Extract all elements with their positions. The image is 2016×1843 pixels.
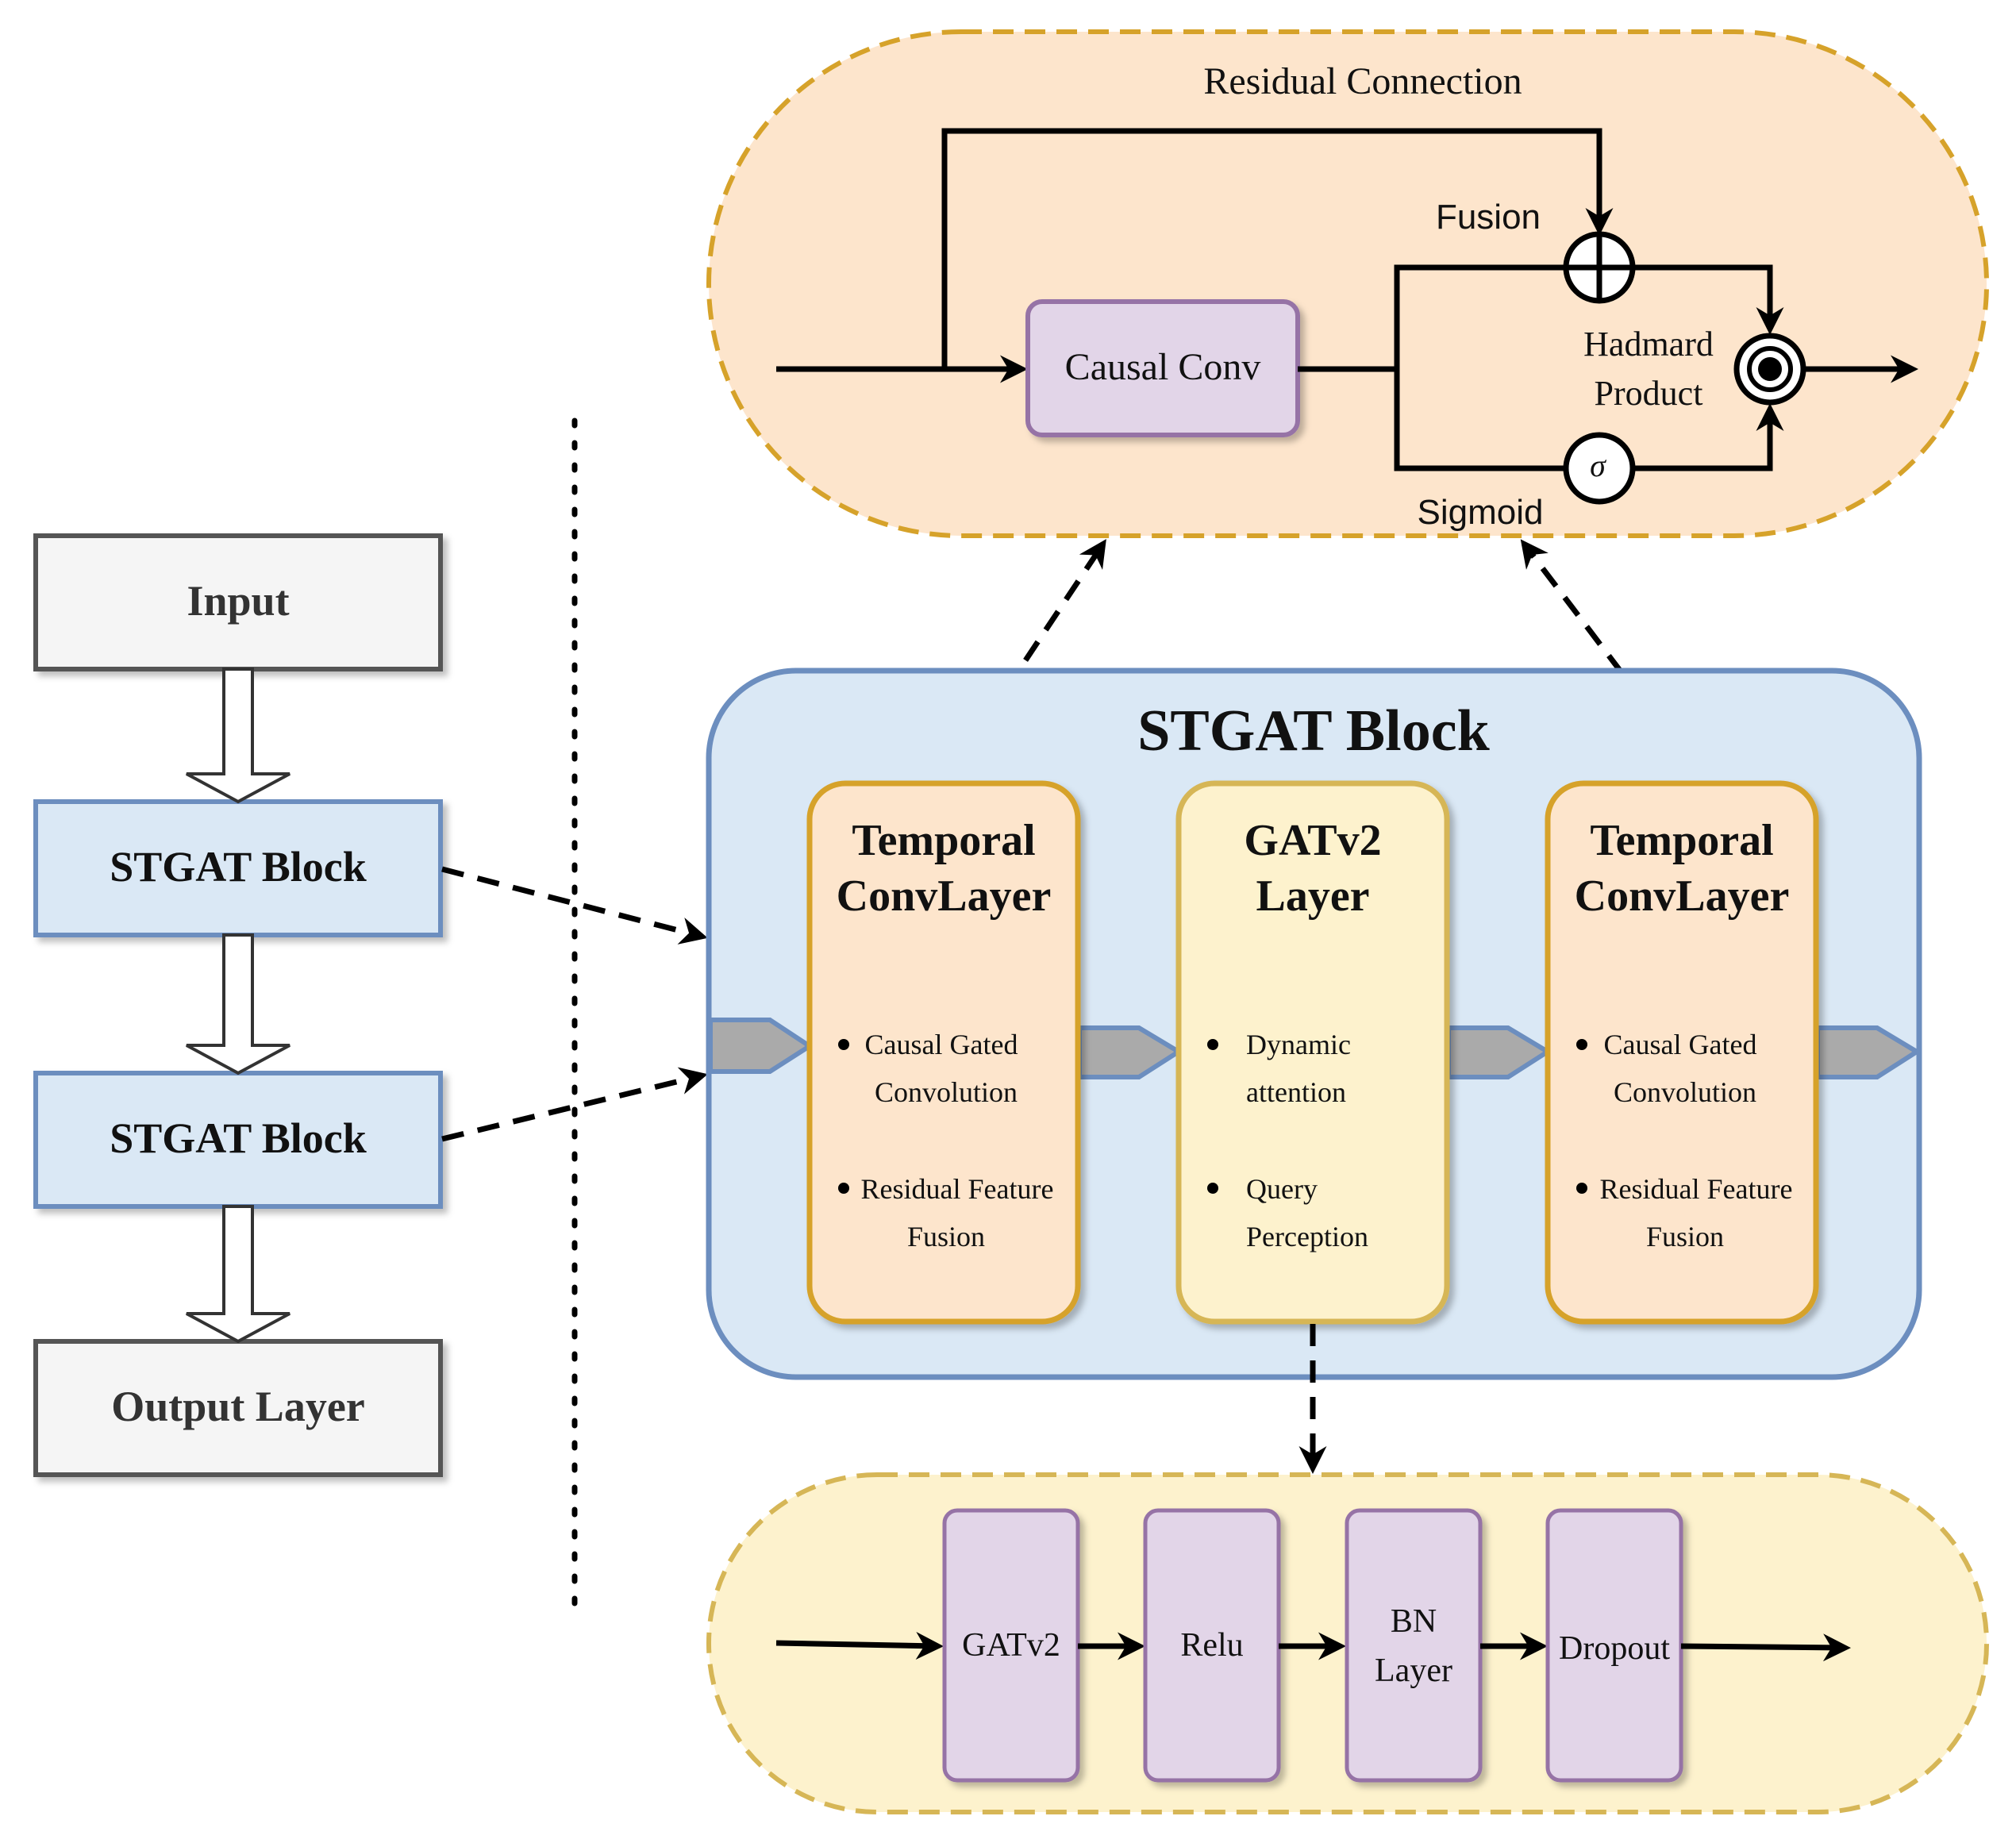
- sigmoid-label: Sigmoid: [1418, 493, 1544, 532]
- hadamard-ring: [1747, 346, 1793, 392]
- sigmoid-to-hadamard: [1633, 403, 1784, 471]
- stgat-block-2-label: STGAT Block: [110, 1114, 367, 1162]
- temporal-left-bullet1-1: Causal Gated: [865, 1029, 1018, 1060]
- residual-title: Residual Connection: [1203, 60, 1522, 102]
- stgat-panel-title: STGAT Block: [1137, 698, 1490, 764]
- bullet-icon: [838, 1183, 849, 1194]
- residual-panel: Residual Connection Causal Conv Fusion σ…: [706, 29, 1989, 538]
- sigma-symbol: σ: [1590, 448, 1606, 483]
- hollow-arrow-1: [186, 668, 290, 804]
- temporal-right-title-2: ConvLayer: [1575, 871, 1790, 921]
- gatv2-bullet1-2: attention: [1246, 1076, 1346, 1108]
- temporal-left-title-1: Temporal: [852, 816, 1035, 865]
- fusion-to-hadamard: [1633, 264, 1784, 335]
- gat-detail-panel: GATv2 Relu BN Layer Dropout: [706, 1472, 1989, 1814]
- residual-skip-path: [941, 128, 1614, 369]
- temporal-left-bullet2-2: Fusion: [907, 1221, 985, 1252]
- dropout-op-label: Dropout: [1559, 1630, 1670, 1667]
- fusion-label: Fusion: [1436, 198, 1541, 237]
- temporal-right-bullet1-2: Convolution: [1614, 1076, 1756, 1108]
- bullet-icon: [1207, 1183, 1218, 1194]
- hollow-arrow-2: [186, 933, 290, 1075]
- temporal-left-bullet2-1: Residual Feature: [861, 1173, 1054, 1205]
- temporal-right-bullet2-1: Residual Feature: [1600, 1173, 1793, 1205]
- bullet-icon: [1576, 1183, 1587, 1194]
- temporal-right-title-1: Temporal: [1590, 816, 1773, 865]
- pipeline: Input STGAT Block STGAT Block Output Lay…: [33, 533, 443, 1477]
- residual-panel-bg: [706, 29, 1989, 538]
- gatv2-bullet2-2: Perception: [1246, 1221, 1368, 1252]
- temporal-right-bullet2-2: Fusion: [1646, 1221, 1724, 1252]
- gatv2-bullet1-1: Dynamic: [1246, 1029, 1351, 1060]
- output-layer-box: [33, 1339, 443, 1477]
- gatv2-layer-title-2: Layer: [1256, 871, 1369, 921]
- temporal-right-box: [1545, 780, 1819, 1325]
- dropout-op-box: [1545, 1508, 1683, 1783]
- temporal-conv-layer-left: Temporal ConvLayer Causal Gated Convolut…: [806, 780, 1081, 1325]
- bullet-icon: [1207, 1039, 1218, 1050]
- bullet-icon: [1576, 1039, 1587, 1050]
- hadamard-dot: [1758, 357, 1782, 381]
- flow-connector-1: [708, 1018, 814, 1074]
- hadamard-line1: Hadmard: [1583, 325, 1714, 364]
- causal-conv-label: Causal Conv: [1065, 346, 1261, 388]
- bullet-icon: [838, 1039, 849, 1050]
- gatv2-bullet2-1: Query: [1246, 1173, 1318, 1205]
- gatv2-layer-box: [1175, 780, 1450, 1325]
- input-box: [33, 533, 443, 671]
- stgat-block-1-box: [33, 799, 443, 937]
- gat-detail-input-line: [775, 1631, 944, 1660]
- stgat-block-1-label: STGAT Block: [110, 843, 367, 891]
- stgat-panel: STGAT Block Temporal ConvLayer Causal Ga…: [706, 668, 1922, 1380]
- bn-layer-op-box: [1345, 1508, 1483, 1783]
- bn-layer-line2: Layer: [1375, 1653, 1452, 1689]
- relu-op-label: Relu: [1180, 1627, 1243, 1664]
- temporal-left-bullet1-2: Convolution: [875, 1076, 1018, 1108]
- input-label: Input: [187, 577, 289, 625]
- dashed-arrow-block2: [441, 1067, 708, 1142]
- output-layer-label: Output Layer: [111, 1383, 365, 1430]
- gatv2-op-label: GATv2: [962, 1627, 1060, 1664]
- gat-detail-output-line: [1680, 1633, 1851, 1662]
- bn-layer-line1: BN: [1391, 1603, 1437, 1640]
- split-line: [1394, 264, 1565, 471]
- dashed-arrow-block1: [441, 866, 708, 945]
- temporal-right-bullet1-1: Causal Gated: [1604, 1029, 1757, 1060]
- hollow-arrow-3: [186, 1205, 290, 1344]
- temporal-left-box: [806, 780, 1081, 1325]
- hadamard-line2: Product: [1595, 374, 1703, 413]
- temporal-left-title-2: ConvLayer: [837, 871, 1052, 921]
- gatv2-layer-title-1: GATv2: [1244, 816, 1381, 865]
- gatv2-layer: GATv2 Layer Dynamic attention Query Perc…: [1175, 780, 1450, 1325]
- temporal-conv-layer-right: Temporal ConvLayer Causal Gated Convolut…: [1545, 780, 1819, 1325]
